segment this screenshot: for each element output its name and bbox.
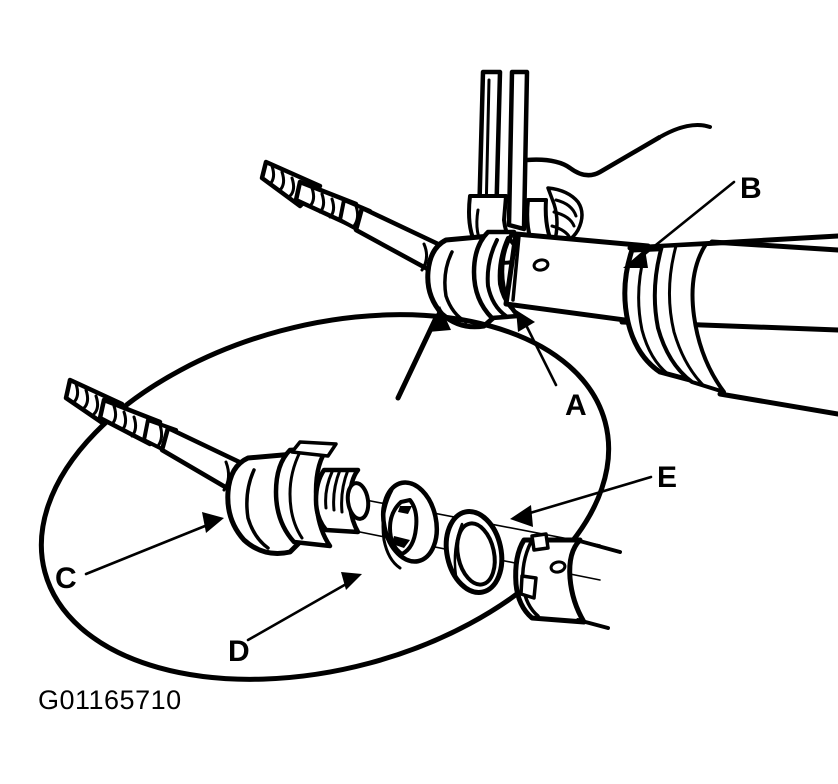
bellows-boot-main	[622, 239, 838, 417]
callout-labels: A B C D E	[55, 172, 762, 668]
callout-label-b: B	[740, 172, 762, 205]
callout-leader-c	[84, 512, 224, 576]
callout-leaders	[84, 180, 736, 642]
figure-id-label: G01165710	[38, 685, 182, 715]
seal-ring-detail	[443, 509, 505, 595]
inner-tie-rod-threaded-end-main	[259, 159, 372, 234]
callout-label-c: C	[55, 562, 77, 595]
detail-view-ellipse	[38, 312, 612, 682]
detail-view-contents	[63, 377, 622, 630]
ball-joint-housing-main	[425, 229, 521, 330]
lock-washer-detail	[380, 480, 440, 570]
ball-joint-housing-detail	[225, 440, 371, 556]
callout-label-a: A	[565, 389, 587, 422]
callout-leader-a	[516, 310, 558, 387]
detail-link-arrow	[395, 306, 451, 401]
rack-shaft-end-detail	[513, 532, 622, 630]
main-assembly-view	[259, 69, 838, 417]
inner-tie-rod-threaded-end-detail	[63, 377, 178, 454]
callout-label-e: E	[657, 461, 677, 494]
callout-leader-d	[246, 572, 362, 642]
callout-leader-b	[623, 180, 736, 268]
callout-label-d: D	[228, 635, 250, 668]
callout-leader-e	[510, 475, 653, 527]
